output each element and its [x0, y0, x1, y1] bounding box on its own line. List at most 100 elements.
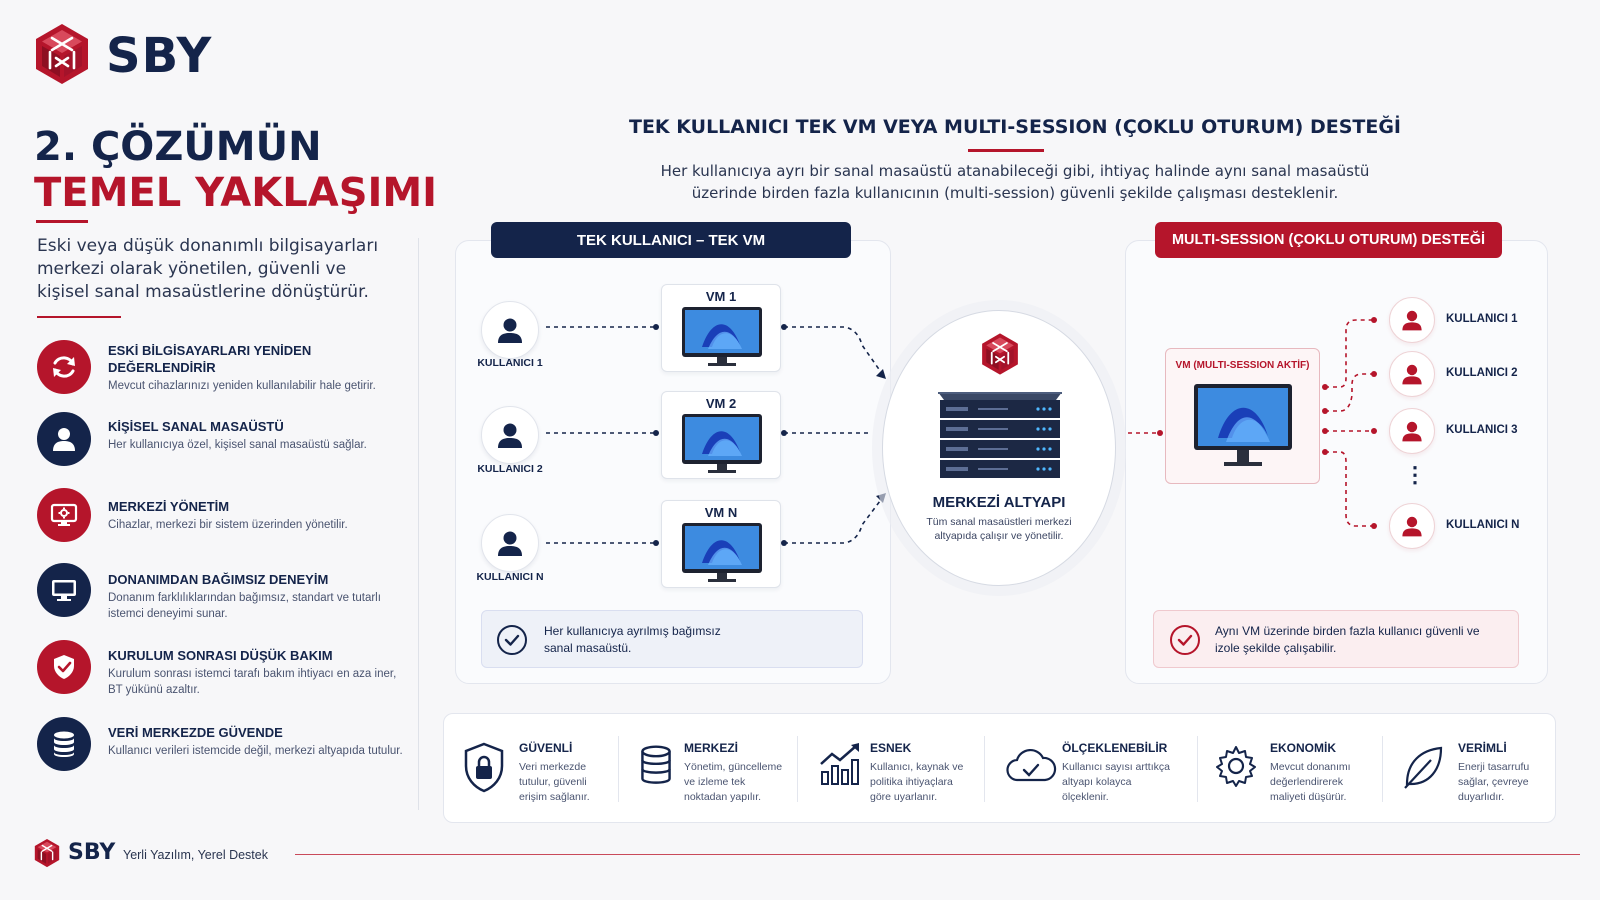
user-icon [498, 423, 522, 448]
single-vm-header: TEK KULLANICI – TEK VM [491, 222, 851, 258]
user-icon [1402, 421, 1422, 442]
feature-title: KİŞİSEL SANAL MASAÜSTÜ [108, 419, 284, 434]
user-label: KULLANICI 1 [477, 357, 543, 369]
benefit-item: ESNEK Kullanıcı, kaynak ve politika ihti… [798, 714, 984, 824]
benefit-title: GÜVENLİ [519, 741, 573, 755]
user-label: KULLANICI 1 [1446, 313, 1518, 325]
monitor-icon [682, 307, 762, 366]
user-label: KULLANICI N [1446, 519, 1520, 531]
diagram-title: TEK KULLANICI TEK VM VEYA MULTI-SESSION … [628, 116, 1401, 138]
sby-logo-icon [982, 333, 1018, 375]
multi-session-vm-label: VM (MULTI-SESSION AKTİF) [1175, 360, 1310, 371]
intro-text: Eski veya düşük donanımlı bilgisayarları… [37, 236, 379, 302]
vm-label: VM 1 [705, 289, 737, 304]
page-title-line1: 2. ÇÖZÜMÜN [34, 124, 322, 170]
feature-title: DONANIMDAN BAĞIMSIZ DENEYİM [108, 572, 329, 587]
feature-item: VERİ MERKEZDE GÜVENDE Kullanıcı verileri… [37, 717, 417, 783]
feature-item: ESKİ BİLGİSAYARLARI YENİDEN DEĞERLENDİRİ… [37, 340, 417, 406]
feature-item: KURULUM SONRASI DÜŞÜK BAKIM Kurulum sonr… [37, 640, 417, 706]
user-avatar [481, 406, 539, 464]
monitor-icon [682, 523, 762, 582]
vm-label: VM 2 [705, 396, 737, 411]
multi-session-note: Aynı VM üzerinde birden fazla kullanıcı … [1153, 610, 1519, 668]
benefit-divider [1197, 736, 1198, 802]
feature-item: MERKEZİ YÖNETİM Cihazlar, merkezi bir si… [37, 488, 417, 554]
feature-desc: Kullanıcı verileri istemcide değil, merk… [108, 745, 403, 757]
feature-item: KİŞİSEL SANAL MASAÜSTÜ Her kullanıcıya ö… [37, 412, 417, 478]
feature-title: VERİ MERKEZDE GÜVENDE [108, 725, 283, 740]
check-circle-icon [497, 625, 527, 655]
title-underline [36, 220, 88, 223]
user-avatar [481, 301, 539, 359]
central-title: MERKEZİ ALTYAPI [932, 494, 1066, 511]
feature-desc: Donanım farklılıklarından bağımsız, stan… [108, 592, 381, 620]
user-icon [498, 318, 522, 343]
monitor-icon [37, 563, 91, 617]
benefit-desc: Mevcut donanımı değerlendirerek maliyeti… [1270, 761, 1351, 803]
shield-check-icon [37, 640, 91, 694]
benefit-desc: Enerji tasarrufu sağlar, çevreye duyarlı… [1458, 761, 1530, 803]
user-label: KULLANICI N [476, 571, 544, 583]
multi-session-header: MULTI-SESSION (ÇOKLU OTURUM) DESTEĞİ [1155, 222, 1502, 258]
server-rack-icon [938, 392, 1062, 478]
benefit-divider [618, 736, 619, 802]
user-icon [1402, 364, 1422, 385]
benefit-desc: Veri merkezde tutulur, güvenli erişim sa… [519, 761, 590, 803]
multi-session-note-text: Aynı VM üzerinde birden fazla kullanıcı … [1215, 624, 1480, 655]
intro-underline [37, 316, 121, 318]
footer-tagline: Yerli Yazılım, Yerel Destek [123, 848, 268, 862]
user-label: KULLANICI 3 [1446, 424, 1518, 436]
benefit-title: EKONOMİK [1270, 741, 1336, 755]
cloud-check-icon [1006, 748, 1057, 782]
brand-name: SBY [106, 28, 213, 84]
benefit-item: ÖLÇEKLENEBİLİR Kullanıcı sayısı arttıkça… [985, 714, 1197, 824]
diagram-subtitle: Her kullanıcıya ayrı bir sanal masaüstü … [660, 162, 1370, 202]
benefit-title: ÖLÇEKLENEBİLİR [1062, 741, 1168, 755]
feature-title: MERKEZİ YÖNETİM [108, 499, 230, 514]
footer-rule [295, 854, 1580, 855]
user-avatar [1389, 503, 1435, 549]
benefit-desc: Yönetim, güncelleme ve izleme tek noktad… [684, 761, 783, 803]
feature-title: ESKİ BİLGİSAYARLARI YENİDEN DEĞERLENDİRİ… [108, 343, 312, 375]
benefit-divider [984, 736, 985, 802]
feature-desc: Kurulum sonrası istemci tarafı bakım iht… [108, 668, 397, 696]
page-title-line2: TEMEL YAKLAŞIMI [34, 170, 438, 216]
benefit-item: EKONOMİK Mevcut donanımı değerlendirerek… [1198, 714, 1382, 824]
more-users-ellipsis: ⋮ [1404, 462, 1426, 487]
footer-brand-name: SBY [68, 840, 116, 865]
user-avatar [1389, 408, 1435, 454]
benefit-divider [1382, 736, 1383, 802]
vm-card: VM N [661, 500, 781, 588]
user-icon [37, 412, 91, 466]
diagram-title-underline [968, 149, 1044, 152]
user-label: KULLANICI 2 [477, 463, 543, 475]
benefit-desc: Kullanıcı sayısı arttıkça altyapı kolayc… [1062, 761, 1170, 803]
monitor-icon [1194, 384, 1292, 466]
user-avatar [1389, 297, 1435, 343]
vm-card: VM 2 [661, 391, 781, 479]
check-circle-icon [1170, 625, 1200, 655]
user-avatar [481, 514, 539, 572]
single-vm-note: Her kullanıcıya ayrılmış bağımsız sanal … [481, 610, 863, 668]
user-icon [1402, 516, 1422, 537]
user-label: KULLANICI 2 [1446, 367, 1518, 379]
shield-lock-icon [464, 742, 504, 793]
central-desc: Tüm sanal masaüstleri merkezi altyapıda … [926, 516, 1072, 542]
monitor-gear-icon [37, 488, 91, 542]
growth-chart-icon [820, 743, 859, 785]
feature-desc: Her kullanıcıya özel, kişisel sanal masa… [108, 439, 367, 451]
user-icon [498, 531, 522, 556]
feature-item: DONANIMDAN BAĞIMSIZ DENEYİM Donanım fark… [37, 563, 417, 629]
benefit-item: MERKEZİ Yönetim, güncelleme ve izleme te… [619, 714, 797, 824]
database-icon [37, 717, 91, 771]
single-vm-note-text: Her kullanıcıya ayrılmış bağımsız sanal … [544, 624, 721, 655]
benefit-item: VERİMLİ Enerji tasarrufu sağlar, çevreye… [1383, 714, 1555, 824]
leaf-icon [1404, 746, 1443, 789]
vm-label: VM N [704, 505, 738, 520]
monitor-icon [682, 414, 762, 473]
benefit-item: GÜVENLİ Veri merkezde tutulur, güvenli e… [444, 714, 618, 824]
benefit-title: VERİMLİ [1458, 741, 1507, 755]
database-icon [641, 745, 671, 784]
refresh-icon [37, 340, 91, 394]
user-icon [1402, 310, 1422, 331]
